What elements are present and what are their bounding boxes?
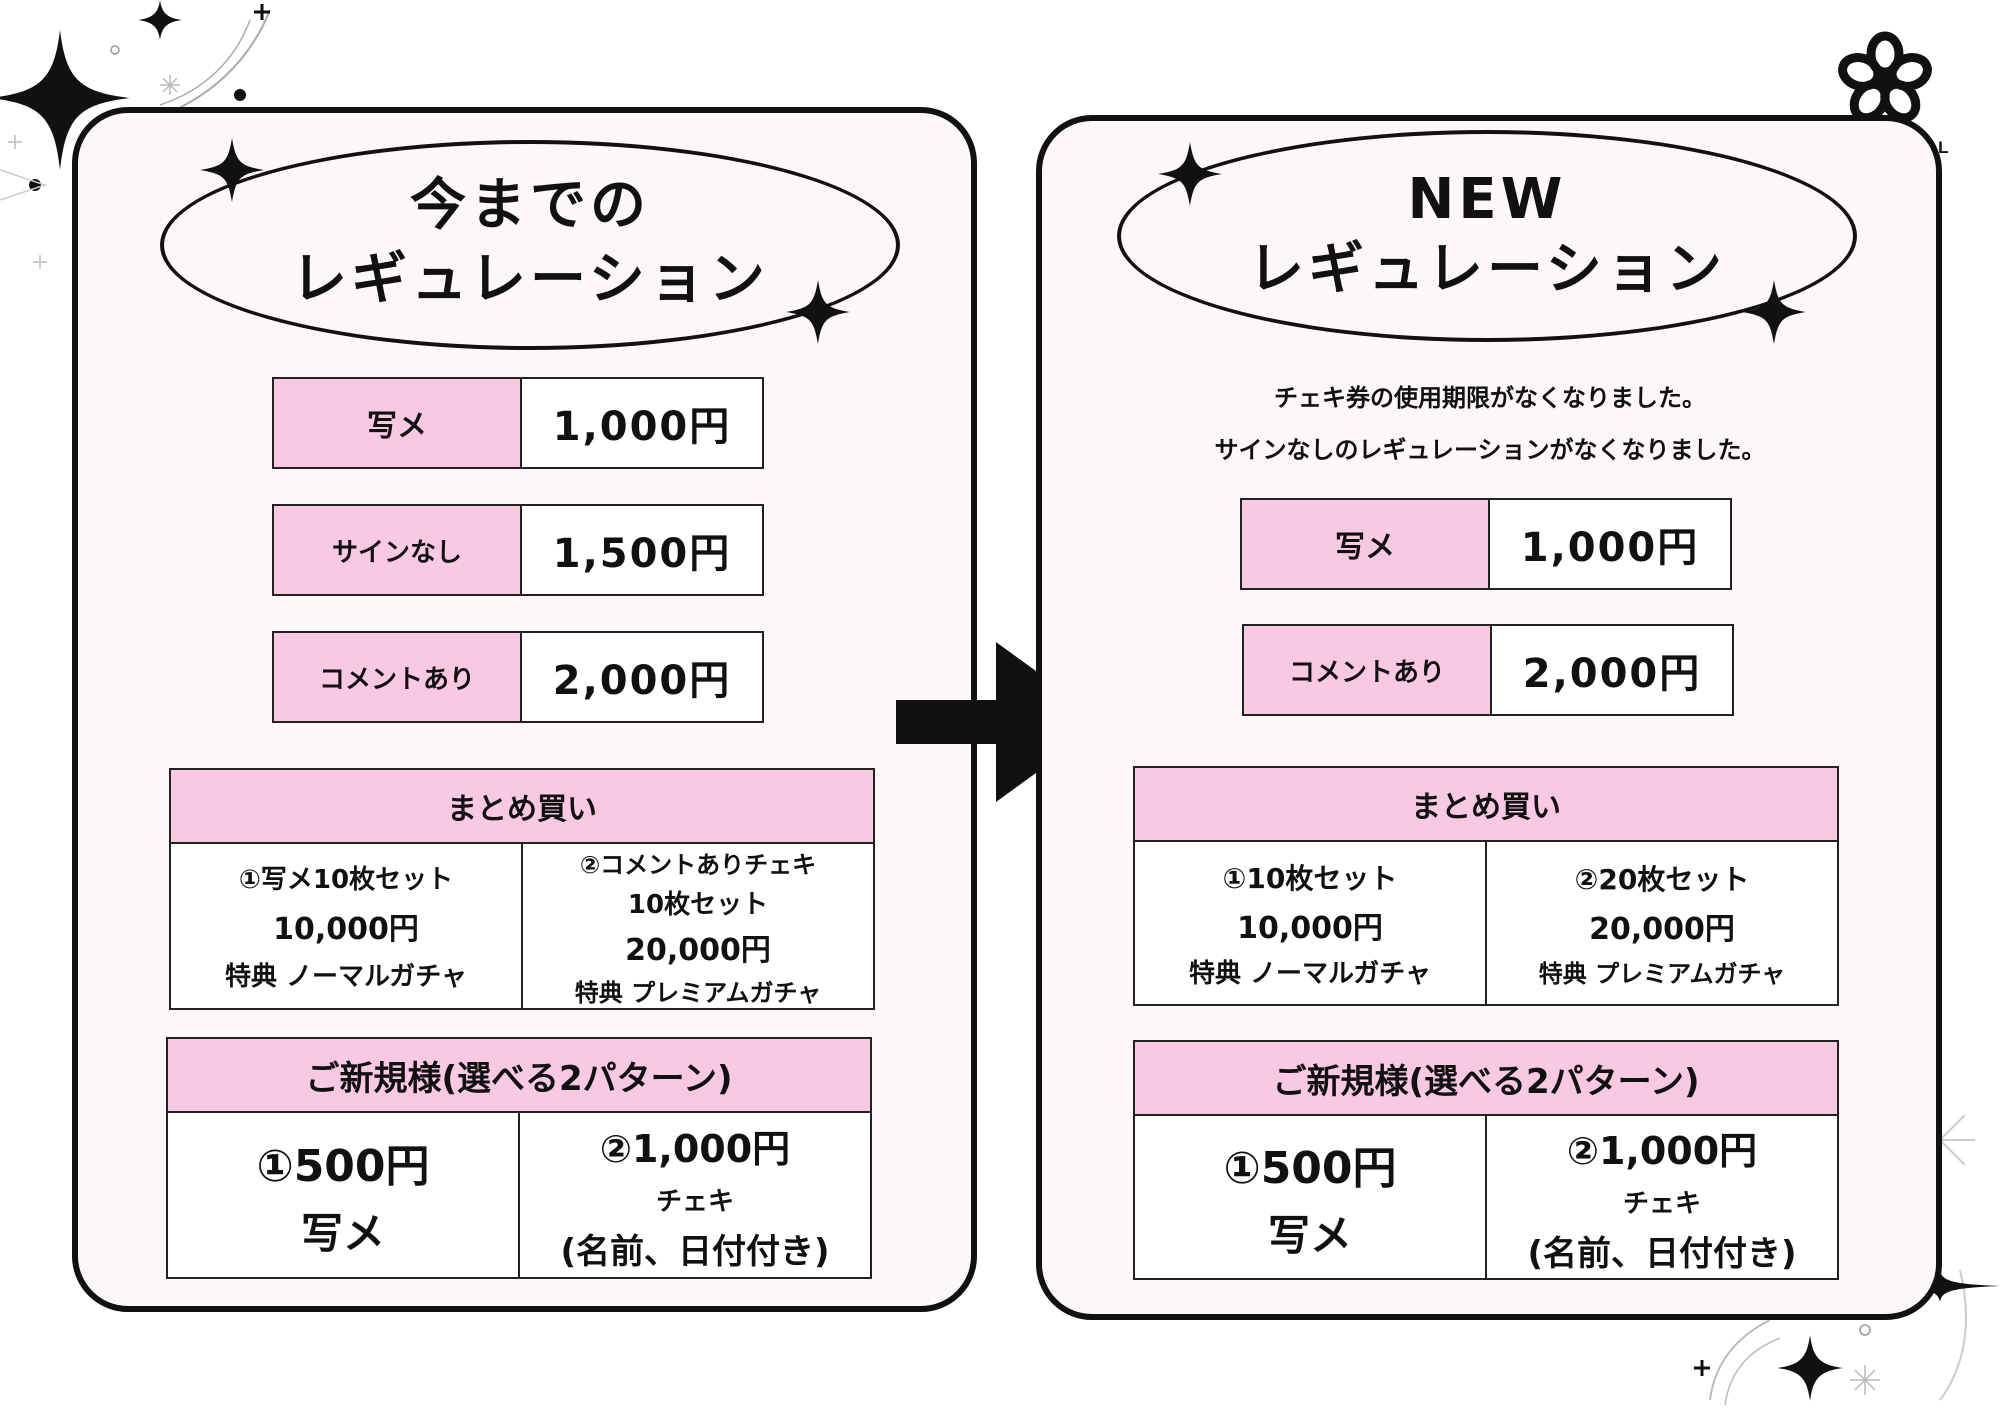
sparkle-icon <box>786 280 850 344</box>
left-title-oval: 今までの レギュレーション <box>160 140 900 350</box>
bulk-option-bonus: 特典 プレミアムガチャ <box>574 978 822 1007</box>
bulk-option-name: ②20枚セット <box>1574 862 1750 896</box>
right-title-line2: レギュレーション <box>1248 237 1726 302</box>
sparkle-icon <box>0 30 130 170</box>
price-value: 1,000円 <box>522 379 762 467</box>
price-label: 写メ <box>1242 500 1490 588</box>
bulk-option-price: 10,000円 <box>1237 910 1383 946</box>
bulk-option-price: 10,000円 <box>273 912 419 947</box>
left-title-line1: 今までの <box>410 173 650 238</box>
sparkle-icon <box>200 138 264 202</box>
bulk-option-price: 20,000円 <box>625 932 771 968</box>
bulk-option-name: ①10枚セット <box>1222 861 1398 895</box>
right-price-row-with-comment: コメントあり 2,000円 <box>1242 624 1734 716</box>
price-value: 1,000円 <box>1490 500 1730 588</box>
sparkle-icon <box>1158 142 1222 206</box>
right-price-row-photo: 写メ 1,000円 <box>1240 498 1732 590</box>
bulk-option-name: ①写メ10枚セット <box>238 865 454 895</box>
note-line-2: サインなしのレギュレーションがなくなりました。 <box>1214 436 1766 464</box>
newcomer-option-note: (名前、日付付き) <box>560 1231 830 1272</box>
bulk-option-bonus: 特典 プレミアムガチャ <box>1538 959 1786 988</box>
newcomer-title: ご新規様(選べる2パターン) <box>1135 1042 1837 1116</box>
right-notes: チェキ券の使用期限がなくなりました。 サインなしのレギュレーションがなくなりまし… <box>1100 378 1880 478</box>
bulk-option-set: 10枚セット <box>627 889 769 920</box>
newcomer-option-1: ①500円 写メ <box>168 1113 518 1277</box>
newcomer-option-item: 写メ <box>1267 1210 1352 1260</box>
bulk-option-2: ②コメントありチェキ 10枚セット 20,000円 特典 プレミアムガチャ <box>521 844 873 1008</box>
newcomer-option-price: ②1,000円 <box>1566 1128 1758 1173</box>
sparkle-decoration-top-left <box>0 0 271 269</box>
bulk-option-price: 20,000円 <box>1589 911 1735 947</box>
bulk-option-bonus: 特典 ノーマルガチャ <box>1188 958 1431 989</box>
left-newcomer-table: ご新規様(選べる2パターン) ①500円 写メ ②1,000円 チェキ (名前、… <box>166 1037 872 1279</box>
right-newcomer-table: ご新規様(選べる2パターン) ①500円 写メ ②1,000円 チェキ (名前、… <box>1133 1040 1839 1280</box>
bulk-option-1: ①10枚セット 10,000円 特典 ノーマルガチャ <box>1135 842 1485 1004</box>
newcomer-option-2: ②1,000円 チェキ (名前、日付付き) <box>1485 1116 1837 1278</box>
newcomer-option-item: チェキ <box>1622 1188 1701 1219</box>
newcomer-option-2: ②1,000円 チェキ (名前、日付付き) <box>518 1113 870 1277</box>
left-bulk-purchase-table: まとめ買い ①写メ10枚セット 10,000円 特典 ノーマルガチャ ②コメント… <box>169 768 875 1010</box>
right-arrow-icon <box>896 642 1106 802</box>
sparkle-icon <box>138 0 182 40</box>
newcomer-option-item: チェキ <box>655 1186 734 1217</box>
newcomer-option-1: ①500円 写メ <box>1135 1116 1485 1278</box>
bulk-option-1: ①写メ10枚セット 10,000円 特典 ノーマルガチャ <box>171 844 521 1008</box>
price-label: サインなし <box>274 506 522 594</box>
price-value: 1,500円 <box>522 506 762 594</box>
bulk-option-2: ②20枚セット 20,000円 特典 プレミアムガチャ <box>1485 842 1837 1004</box>
bulk-purchase-title: まとめ買い <box>1135 768 1837 842</box>
newcomer-title: ご新規様(選べる2パターン) <box>168 1039 870 1113</box>
left-price-row-photo: 写メ 1,000円 <box>272 377 764 469</box>
left-price-row-with-comment: コメントあり 2,000円 <box>272 631 764 723</box>
bulk-purchase-title: まとめ買い <box>171 770 873 844</box>
newcomer-option-item: 写メ <box>300 1208 385 1258</box>
sparkle-icon <box>1742 280 1806 344</box>
newcomer-option-price: ①500円 <box>256 1140 430 1192</box>
newcomer-option-price: ①500円 <box>1223 1142 1397 1194</box>
left-price-row-no-sign: サインなし 1,500円 <box>272 504 764 596</box>
note-line-1: チェキ券の使用期限がなくなりました。 <box>1274 384 1706 412</box>
sparkle-icon <box>1880 1270 2000 1302</box>
price-value: 2,000円 <box>1492 626 1732 714</box>
newcomer-option-note: (名前、日付付き) <box>1527 1233 1797 1274</box>
price-value: 2,000円 <box>522 633 762 721</box>
left-title-line2: レギュレーション <box>291 247 769 312</box>
price-label: コメントあり <box>274 633 522 721</box>
right-title-line1: NEW <box>1407 167 1567 232</box>
price-label: コメントあり <box>1244 626 1492 714</box>
bulk-option-bonus: 特典 ノーマルガチャ <box>224 962 467 992</box>
right-bulk-purchase-table: まとめ買い ①10枚セット 10,000円 特典 ノーマルガチャ ②20枚セット… <box>1133 766 1839 1006</box>
sparkle-icon <box>1777 1335 1843 1401</box>
right-title-oval: NEW レギュレーション <box>1117 130 1857 342</box>
bulk-option-name: ②コメントありチェキ <box>579 850 817 879</box>
price-label: 写メ <box>274 379 522 467</box>
newcomer-option-price: ②1,000円 <box>599 1126 791 1171</box>
